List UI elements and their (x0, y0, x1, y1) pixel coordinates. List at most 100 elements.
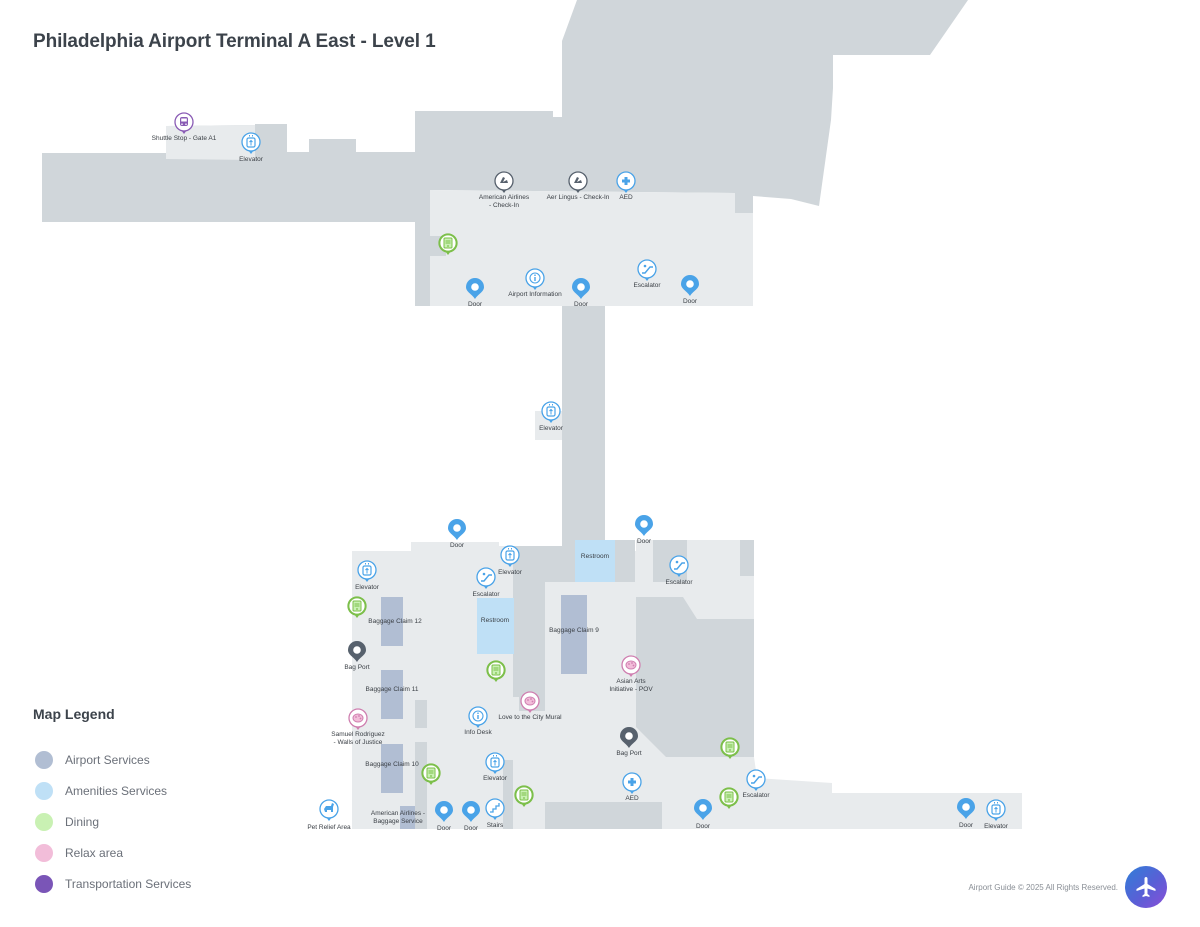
poi-door[interactable]: Door (635, 515, 653, 545)
dining-icon (421, 763, 441, 785)
poi-label: Airport Information (508, 291, 562, 298)
dining-icon (514, 785, 534, 807)
poi-dining[interactable] (486, 660, 506, 682)
poi-aer-lingus-check-in[interactable]: Aer Lingus - Check-In (547, 171, 610, 201)
poi-american-airlines[interactable]: American Airlines -Baggage Service (371, 810, 425, 825)
bag-port-pin-icon (620, 727, 638, 748)
area-label: Baggage Claim 12 (368, 618, 422, 625)
poi-love-to-the-city-mural[interactable]: Love to the City Mural (498, 691, 562, 721)
checkin-icon (568, 171, 588, 193)
airplane-icon (1136, 877, 1156, 897)
poi-aed[interactable]: AED (616, 171, 636, 201)
poi-label: Elevator (984, 823, 1009, 830)
poi-label: Door (696, 823, 711, 830)
poi-stairs[interactable]: Stairs (485, 798, 505, 829)
poi-door[interactable]: Door (694, 799, 712, 830)
poi-label: Escalator (742, 792, 770, 799)
poi-elevator[interactable]: Elevator (498, 545, 523, 576)
restroom-area-1[interactable] (477, 598, 514, 654)
dining-icon (720, 737, 740, 759)
area-label: Baggage Claim 10 (365, 761, 419, 768)
poi-pet-relief-area[interactable]: Pet Relief Area (307, 799, 351, 831)
poi-bag-port[interactable]: Bag Port (616, 727, 642, 757)
door-pin-icon (681, 275, 699, 296)
poi-dining[interactable] (421, 763, 441, 785)
poi-label: American Airlines (479, 194, 530, 201)
poi-american-airlines[interactable]: American Airlines- Check-In (479, 171, 530, 209)
baggage-claim-12-area[interactable] (381, 597, 403, 646)
poi-label: Elevator (355, 584, 380, 591)
poi-elevator[interactable]: Elevator (239, 132, 264, 163)
poi-door[interactable]: Door (448, 519, 466, 549)
door-pin-icon (957, 798, 975, 819)
baggage-claim-11-area[interactable] (381, 670, 403, 719)
poi-door[interactable]: Door (466, 278, 484, 308)
poi-label: Door (437, 825, 452, 832)
poi-dining[interactable] (719, 787, 739, 809)
poi-label: Escalator (665, 579, 693, 586)
poi-door[interactable]: Door (435, 801, 453, 832)
area-label: Restroom (581, 553, 609, 560)
legend-label: Transportation Services (65, 876, 192, 891)
poi-escalator[interactable]: Escalator (742, 769, 770, 799)
poi-elevator[interactable]: Elevator (539, 401, 564, 432)
poi-elevator[interactable]: Elevator (355, 560, 380, 591)
door-pin-icon (635, 515, 653, 536)
pillar-3 (503, 760, 513, 829)
poi-label-line2: - Walls of Justice (334, 739, 383, 746)
door-pin-icon (694, 799, 712, 820)
area-label: Baggage Claim 11 (366, 686, 419, 693)
poi-info-desk[interactable]: Info Desk (464, 706, 492, 736)
legend-swatch (35, 874, 53, 893)
poi-bag-port[interactable]: Bag Port (344, 641, 370, 671)
art-palette-icon (621, 655, 641, 677)
poi-door[interactable]: Door (957, 798, 975, 829)
airport-guide-button[interactable] (1125, 866, 1167, 908)
checkin-icon (494, 171, 514, 193)
check-in-hall (428, 190, 753, 306)
poi-airport-information[interactable]: Airport Information (508, 268, 562, 298)
dining-icon (719, 787, 739, 809)
poi-samuel-rodriguez[interactable]: Samuel Rodriguez- Walls of Justice (331, 708, 385, 746)
legend-swatch (35, 843, 53, 862)
poi-aed[interactable]: AED (622, 772, 642, 802)
poi-label: Elevator (498, 569, 523, 576)
legend-label: Dining (65, 814, 100, 829)
escalator-icon (669, 555, 689, 577)
poi-label: Pet Relief Area (307, 824, 351, 831)
poi-door[interactable]: Door (572, 278, 590, 308)
poi-dining[interactable] (438, 233, 458, 255)
map-structure (42, 0, 1022, 829)
poi-label: Love to the City Mural (498, 714, 562, 721)
poi-escalator[interactable]: Escalator (665, 555, 693, 586)
legend-swatch (35, 750, 53, 769)
baggage-claim-9-area[interactable] (561, 595, 587, 674)
dining-icon (438, 233, 458, 255)
legend-label: Amenities Services (65, 783, 168, 798)
escalator-icon (637, 259, 657, 281)
poi-door[interactable]: Door (681, 275, 699, 305)
restroom-area-2[interactable] (575, 540, 615, 582)
poi-label: Elevator (539, 425, 564, 432)
poi-label: Door (468, 301, 483, 308)
baggage-claim-10-area[interactable] (381, 744, 403, 793)
poi-shuttle-stop-gate-a1[interactable]: Shuttle Stop - Gate A1 (152, 112, 217, 142)
elevator-icon (500, 545, 520, 567)
poi-elevator[interactable]: Elevator (984, 799, 1009, 830)
door-pin-icon (572, 278, 590, 299)
baggage-service-area[interactable] (400, 806, 415, 829)
poi-door[interactable]: Door (462, 801, 480, 832)
escalator-icon (476, 567, 496, 589)
poi-elevator[interactable]: Elevator (483, 752, 508, 782)
poi-escalator[interactable]: Escalator (633, 259, 661, 289)
poi-dining[interactable] (347, 596, 367, 618)
poi-dining[interactable] (514, 785, 534, 807)
poi-dining[interactable] (720, 737, 740, 759)
area-label: Restroom (481, 617, 509, 624)
poi-escalator[interactable]: Escalator (472, 567, 500, 598)
